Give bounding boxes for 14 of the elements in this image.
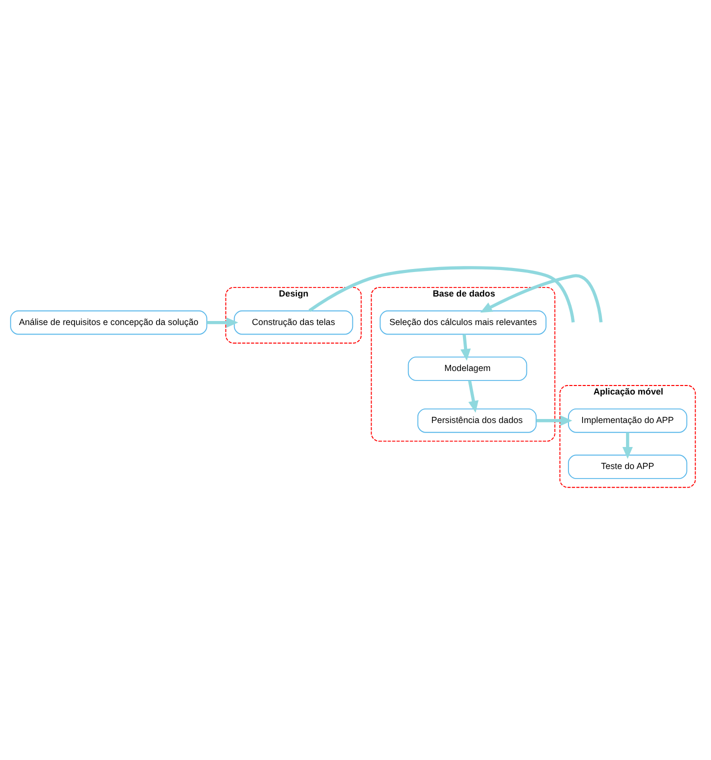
arrow <box>480 274 603 322</box>
arrow <box>622 432 633 459</box>
node-box: Implementação do APP <box>568 408 688 433</box>
arrow <box>536 415 572 426</box>
node-box: Construção das telas <box>234 310 354 335</box>
node-box: Teste do APP <box>568 454 688 480</box>
arrow <box>206 317 238 328</box>
node-box: Persistência dos dados <box>417 408 537 433</box>
node-box: Modelagem <box>408 356 528 381</box>
node-box: Seleção dos cálculos mais relevantes <box>380 310 546 335</box>
arrow <box>468 380 479 413</box>
connector <box>308 266 575 323</box>
arrow <box>460 334 471 361</box>
node-box: Análise de requisitos e concepção da solução <box>10 310 208 335</box>
